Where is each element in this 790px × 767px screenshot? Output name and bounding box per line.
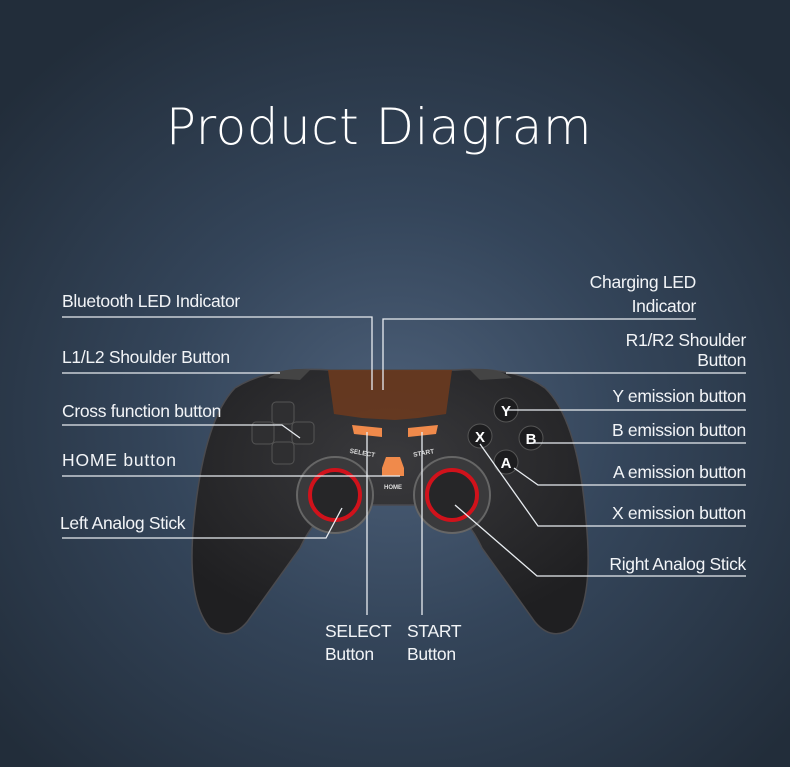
- x-button[interactable]: X: [467, 423, 493, 449]
- label-a: A emission button: [612, 462, 746, 482]
- label-left-stick: Left Analog Stick: [60, 513, 186, 533]
- a-button[interactable]: A: [493, 449, 519, 475]
- label-bluetooth-led: Bluetooth LED Indicator: [62, 291, 240, 311]
- label-l1l2: L1/L2 Shoulder Button: [62, 347, 230, 367]
- svg-text:Y: Y: [501, 403, 511, 420]
- led-bar: [328, 370, 452, 420]
- label-y: Y emission button: [612, 386, 746, 406]
- label-b: B emission button: [611, 420, 746, 440]
- label-r1r2-2: Button: [697, 350, 746, 370]
- label-x: X emission button: [611, 503, 746, 523]
- leader-lines: [62, 316, 746, 615]
- b-button[interactable]: B: [518, 425, 544, 451]
- svg-text:A: A: [501, 455, 512, 472]
- page-title: Product Diagram: [165, 98, 593, 156]
- home-text: HOME: [384, 485, 402, 491]
- start-button[interactable]: [408, 425, 438, 437]
- select-text: SELECT: [349, 448, 375, 459]
- label-select-2: Button: [325, 644, 374, 664]
- dpad[interactable]: [251, 401, 315, 465]
- svg-text:X: X: [475, 429, 485, 446]
- label-cross: Cross function button: [62, 401, 222, 421]
- start-text: START: [413, 448, 435, 459]
- label-charging-led-2: Indicator: [631, 296, 697, 316]
- label-charging-led-1: Charging LED: [589, 272, 697, 292]
- label-home: HOME button: [62, 450, 177, 470]
- label-right-stick: Right Analog Stick: [609, 554, 746, 574]
- label-select-1: SELECT: [325, 621, 392, 641]
- label-start-2: Button: [407, 644, 456, 664]
- select-button[interactable]: [352, 425, 382, 437]
- right-analog-stick[interactable]: [413, 456, 491, 534]
- svg-text:B: B: [526, 431, 537, 448]
- label-start-1: START: [407, 621, 462, 641]
- label-r1r2-1: R1/R2 Shoulder: [625, 330, 747, 350]
- home-button[interactable]: [382, 457, 404, 476]
